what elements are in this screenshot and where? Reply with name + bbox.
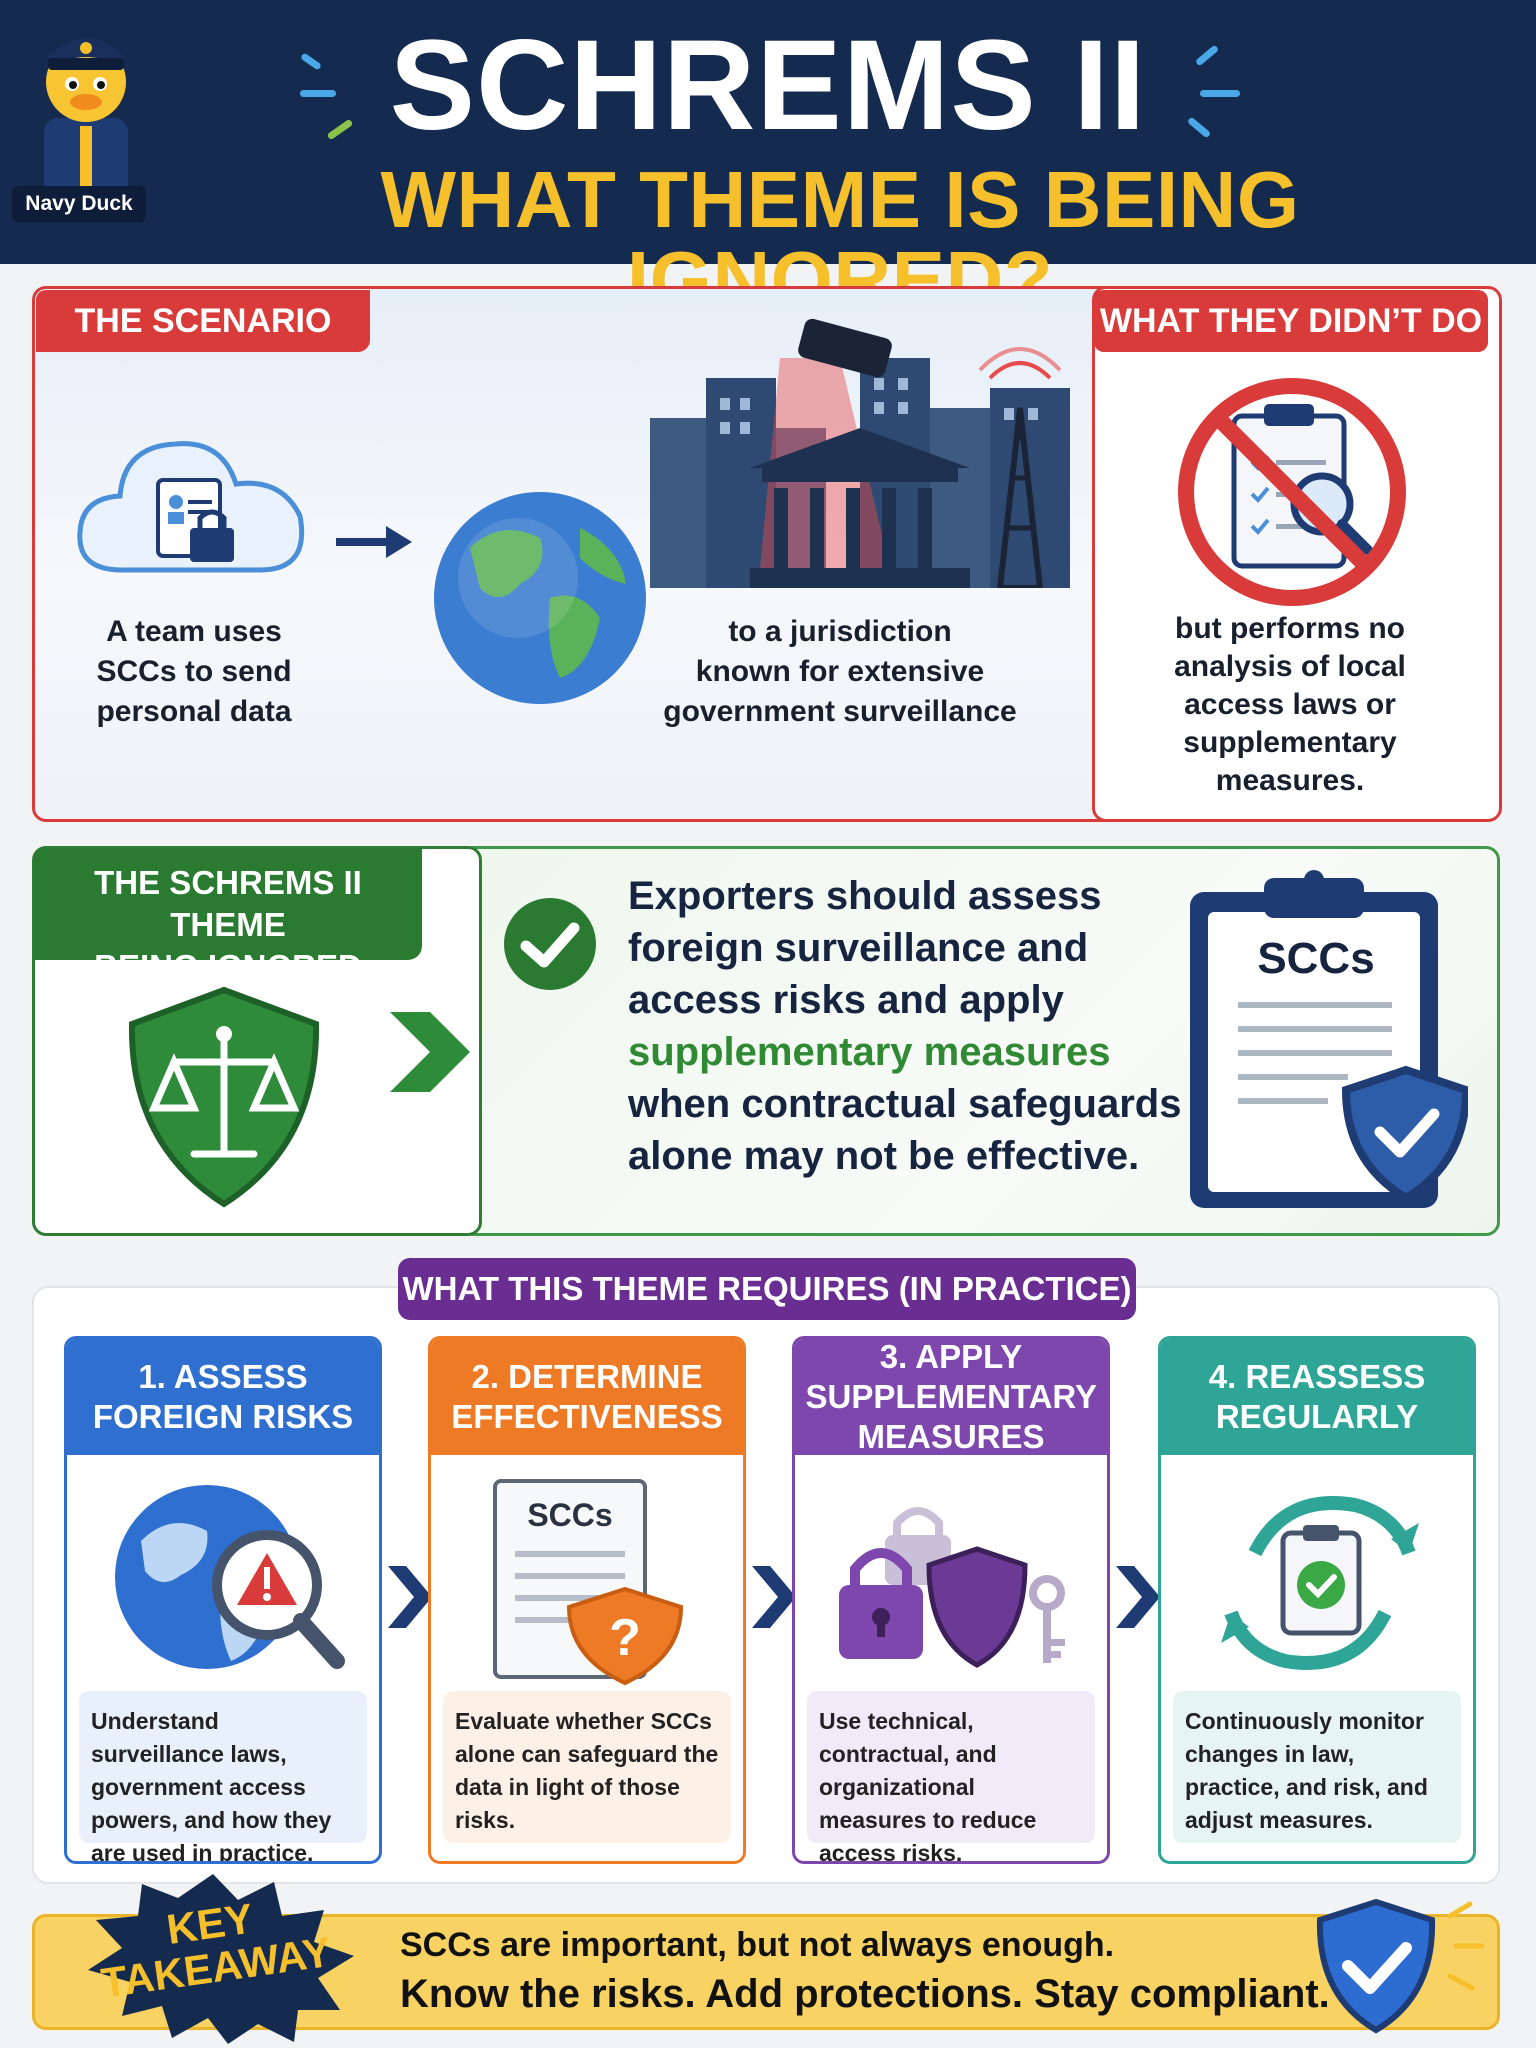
card-description: Understand surveillance laws, government…: [79, 1691, 367, 1861]
card-title: 4. REASSESS REGULARLY: [1161, 1339, 1473, 1455]
scenario-step2-line: government surveillance: [663, 695, 1017, 728]
header-banner: [0, 0, 1536, 264]
card-description: Continuously monitor changes in law, pra…: [1173, 1691, 1461, 1843]
takeaway-line-2: Know the risks. Add protections. Stay co…: [400, 1972, 1330, 2016]
spark-decoration: [1200, 90, 1240, 97]
check-circle-icon: [504, 898, 596, 990]
scenario-step1-line: personal data: [96, 695, 292, 728]
check-shield-icon: [1316, 1898, 1485, 2034]
theme-line: foreign surveillance and: [628, 926, 1089, 970]
navy-duck-mascot-icon: [44, 38, 128, 198]
theme-statement: Exporters should assess foreign surveill…: [628, 870, 1188, 1182]
didnt-do-line: but performs no: [1175, 612, 1405, 645]
didnt-do-line: access laws or: [1184, 688, 1396, 721]
document-label: SCCs: [527, 1497, 613, 1533]
globe-icon: [434, 492, 646, 704]
card-title: 1. ASSESS FOREIGN RISKS: [67, 1339, 379, 1455]
arrow-right-icon: [336, 526, 412, 558]
card-description: Evaluate whether SCCs alone can safeguar…: [443, 1691, 731, 1843]
key-takeaway-burst-icon: [88, 1874, 354, 2044]
surveillance-city-icon: [650, 318, 1070, 588]
requirement-card-apply: 3. APPLY SUPPLEMENTARY MEASURES Use tech…: [792, 1336, 1110, 1864]
cloud-lock-icon: [77, 441, 305, 573]
requirement-card-reassess: 4. REASSESS REGULARLY Continuously monit…: [1158, 1336, 1476, 1864]
requirement-card-assess: 1. ASSESS FOREIGN RISKS Understand surve…: [64, 1336, 382, 1864]
chevron-right-icon: [752, 1566, 796, 1628]
scenario-step1-line: SCCs to send: [96, 655, 292, 688]
chevron-right-icon: [390, 1012, 470, 1092]
lock-shield-key-icon: [839, 1507, 1065, 1668]
card-title: 2. DETERMINE EFFECTIVENESS: [431, 1339, 743, 1455]
document-question-icon: ?: [493, 1479, 684, 1686]
spark-decoration: [300, 90, 336, 97]
didnt-do-line: analysis of local: [1174, 650, 1406, 683]
card-description: Use technical, contractual, and organiza…: [807, 1691, 1095, 1861]
theme-line: when contractual safeguards: [628, 1082, 1182, 1126]
card-title: 3. APPLY SUPPLEMENTARY MEASURES: [795, 1339, 1107, 1455]
page-title: SCHREMS II: [389, 14, 1147, 157]
reassess-cycle-icon: [1221, 1496, 1419, 1670]
scenario-step2-line: known for extensive: [695, 655, 985, 688]
theme-highlight: supplementary measures: [628, 1030, 1111, 1074]
scenario-step1-line: A team uses: [106, 615, 282, 648]
didnt-do-line: supplementary: [1183, 726, 1397, 759]
scenario-step2-line: to a jurisdiction: [728, 615, 952, 648]
chevron-right-icon: [1116, 1566, 1160, 1628]
requirements-tab: WHAT THIS THEME REQUIRES (IN PRACTICE): [398, 1258, 1136, 1320]
theme-line: access risks and apply: [628, 978, 1064, 1022]
takeaway-line-1: SCCs are important, but not always enoug…: [400, 1926, 1115, 1964]
didnt-do-tab: WHAT THEY DIDN’T DO: [1094, 290, 1488, 352]
requirement-card-determine: 2. DETERMINE EFFECTIVENESS ? SCCs Evalua…: [428, 1336, 746, 1864]
chevron-right-icon: [388, 1566, 432, 1628]
scenario-tab: THE SCENARIO: [36, 290, 370, 352]
globe-search-warning-icon: [115, 1485, 345, 1669]
theme-tab-line: THE SCHREMS II THEME: [94, 864, 362, 943]
theme-line: alone may not be effective.: [628, 1134, 1140, 1178]
didnt-do-line: measures.: [1215, 764, 1365, 797]
clipboard-sccs-icon: [1190, 870, 1468, 1208]
theme-tab-line: BEING IGNORED: [94, 948, 362, 985]
theme-tab: THE SCHREMS II THEME BEING IGNORED: [34, 848, 422, 985]
no-analysis-prohibited-icon: [1178, 378, 1406, 606]
brand-label: Navy Duck: [12, 186, 146, 222]
svg-text:?: ?: [609, 1609, 641, 1667]
theme-line: Exporters should assess: [628, 874, 1102, 918]
clipboard-label: SCCs: [1257, 934, 1375, 983]
justice-shield-icon: [128, 986, 320, 1208]
